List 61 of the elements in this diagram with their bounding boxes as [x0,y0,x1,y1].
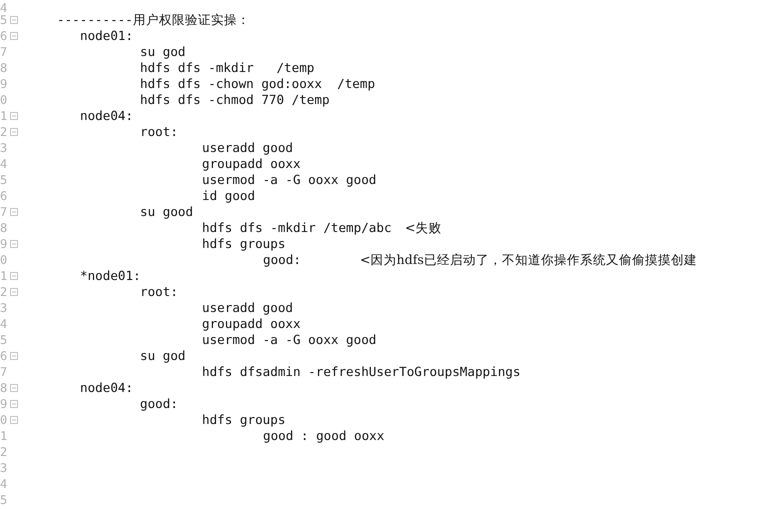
code-line: ----------用户权限验证实操： [57,12,250,28]
code-line: node04: [80,380,134,396]
line-number: 7 [0,204,8,220]
code-line: hdfs dfs -chmod 770 /temp [140,92,330,108]
line-number: 7 [0,364,8,380]
code-line: good : good ooxx [263,428,384,444]
line-number: 8 [0,220,8,236]
line-number: 8 [0,60,8,76]
code-line: good: [263,252,301,268]
line-number: 0 [0,412,8,428]
code-line: usermod -a -G ooxx good [202,172,376,188]
line-number: 6 [0,348,8,364]
line-number: 1 [0,108,8,124]
code-line: good: [140,396,178,412]
code-line: su good [140,204,194,220]
line-number: 3 [0,140,8,156]
code-line: id good [202,188,256,204]
code-line: hdfs dfs -mkdir /temp/abc [202,220,392,236]
line-number: 9 [0,236,8,252]
line-number: 0 [0,92,8,108]
line-number: 5 [0,12,8,28]
code-line: node01: [80,28,134,44]
line-number: 4 [0,0,8,15]
code-line: useradd good [202,140,293,156]
line-number: 7 [0,44,8,60]
line-number: 4 [0,156,8,172]
line-number: 3 [0,460,8,476]
code-line: root: [140,124,178,140]
line-number: 4 [0,476,8,492]
line-number: 3 [0,300,8,316]
line-number: 6 [0,188,8,204]
line-number: 1 [0,268,8,284]
code-line: groupadd ooxx [202,316,301,332]
code-line: useradd good [202,300,293,316]
code-line: *node01: [80,268,141,284]
code-line: su god [140,44,186,60]
line-number: 5 [0,492,8,508]
code-line: usermod -a -G ooxx good [202,332,376,348]
code-line: su god [140,348,186,364]
line-number: 9 [0,396,8,412]
line-number: 1 [0,428,8,444]
code-line: hdfs dfs -mkdir /temp [140,60,314,76]
line-number: 5 [0,332,8,348]
code-line: hdfs dfs -chown god:ooxx /temp [140,76,376,92]
code-line: groupadd ooxx [202,156,301,172]
code-line: node04: [80,108,134,124]
line-number: 2 [0,284,8,300]
line-number: 0 [0,252,8,268]
line-number: 2 [0,444,8,460]
line-number: 5 [0,172,8,188]
code-comment: <因为hdfs已经启动了，不知道你操作系统又偷偷摸摸创建 [360,252,697,268]
line-number: 4 [0,316,8,332]
code-line: hdfs groups [202,412,286,428]
code-line: hdfs dfsadmin -refreshUserToGroupsMappings [202,364,520,380]
line-number: 6 [0,28,8,44]
code-comment: <失败 [405,220,442,236]
code-line: hdfs groups [202,236,286,252]
line-number: 2 [0,124,8,140]
code-line: root: [140,284,178,300]
line-number: 8 [0,380,8,396]
line-number: 9 [0,76,8,92]
